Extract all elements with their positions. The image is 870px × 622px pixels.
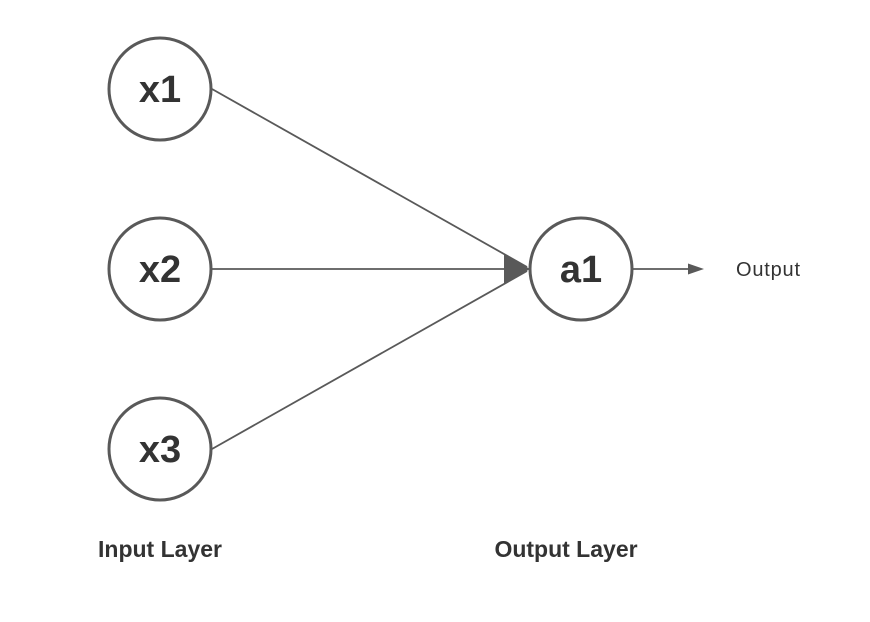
node-x1 — [107, 36, 213, 142]
output-layer-label: Output Layer — [494, 536, 637, 562]
node-x3-label: x3 — [139, 429, 181, 471]
node-x2 — [107, 216, 213, 322]
node-a1-label: a1 — [560, 249, 602, 291]
edge-x1-a1 — [211, 88, 528, 268]
edge-x3-a1 — [211, 270, 528, 450]
node-x2-label: x2 — [139, 249, 181, 291]
node-x3 — [107, 396, 213, 502]
node-x1-label: x1 — [139, 69, 181, 111]
output-label: Output — [736, 259, 801, 281]
arrowhead-into-a1-icon — [504, 254, 530, 284]
input-layer-label: Input Layer — [98, 536, 222, 562]
node-a1 — [528, 216, 634, 322]
arrowhead-output-icon — [688, 263, 704, 275]
